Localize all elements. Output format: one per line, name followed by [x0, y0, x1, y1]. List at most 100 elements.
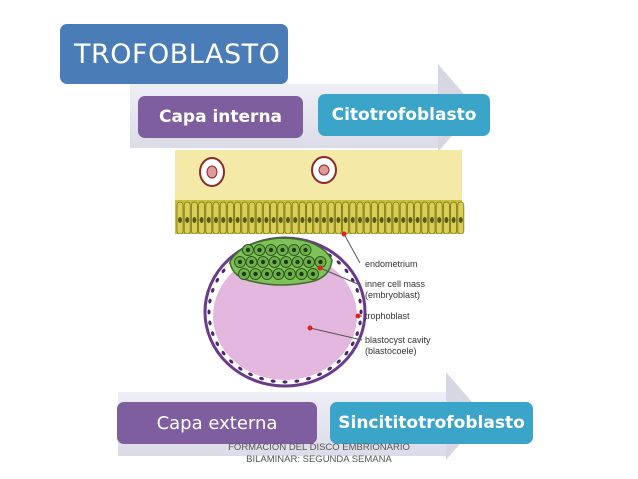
icm-nucleus [306, 259, 312, 265]
trophoblast-cells [207, 240, 363, 384]
label-blastocyst-cavity: blastocyst cavity [365, 335, 431, 345]
trophoblast-nucleus [270, 379, 276, 383]
epithelial-nucleus [185, 217, 190, 223]
icm-nucleus [260, 259, 266, 265]
epithelial-nucleus [271, 217, 276, 223]
epithelial-nucleus [386, 217, 391, 223]
trophoblast-nucleus [355, 331, 359, 337]
trophoblast-nucleus [306, 376, 311, 381]
trophoblast-nucleus [259, 376, 264, 381]
epithelial-nucleus [408, 217, 413, 223]
citotrofoblasto-box: Citotrofoblasto [318, 94, 490, 136]
epithelial-nucleus [444, 217, 449, 223]
trophoblast-nucleus [344, 350, 349, 356]
epithelial-nucleus [336, 217, 341, 223]
trophoblast-nucleus [358, 320, 362, 326]
epithelial-nucleus [329, 217, 334, 223]
label-blastocoele: (blastocoele) [365, 346, 417, 356]
epithelium-cells [176, 201, 465, 235]
blastocyst-figure: endometrium inner cell mass (embryoblast… [175, 150, 465, 388]
epithelial-nucleus [221, 217, 226, 223]
epithelial-nucleus [206, 217, 211, 223]
trophoblast-nucleus [211, 331, 215, 337]
epithelial-nucleus [415, 217, 420, 223]
epithelial-nucleus [257, 217, 262, 223]
title-box: TROFOBLASTO [60, 24, 288, 84]
dot-endometrium [341, 231, 347, 237]
epithelial-nucleus [401, 217, 406, 223]
trophoblast-nucleus [282, 380, 288, 384]
icm-nucleus [253, 271, 258, 277]
trophoblast-nucleus [358, 298, 362, 304]
label-inner-cell-mass: inner cell mass [365, 279, 426, 289]
uterine-lumen [175, 234, 462, 242]
icm-nucleus [283, 259, 289, 265]
trophoblast-nucleus [238, 366, 243, 371]
epithelial-nucleus [242, 217, 247, 223]
icm-nucleus [280, 247, 285, 253]
trophoblast-nucleus [350, 341, 355, 347]
dot-cavity [307, 325, 313, 331]
trophoblast-nucleus [327, 366, 332, 371]
gland-left [199, 157, 225, 187]
epithelial-nucleus [350, 217, 355, 223]
dot-trophoblast [355, 313, 361, 319]
epithelial-nucleus [278, 217, 283, 223]
leader-endometrium [343, 233, 361, 264]
dot-icm [317, 265, 323, 271]
slide-caption: FORMACION DEL DISCO EMBRIONARIO BILAMINA… [228, 442, 410, 465]
icm-nucleus [299, 271, 304, 277]
epithelial-nucleus [300, 217, 305, 223]
capa-interna-label: Capa interna [158, 107, 283, 127]
label-embryoblast: (embryoblast) [365, 290, 420, 300]
icm-nucleus [268, 247, 274, 253]
leader-cavity [309, 327, 363, 341]
citotrofoblasto-label: Citotrofoblasto [331, 105, 477, 125]
icm-nucleus [245, 247, 251, 253]
inner-cell-mass-cells [234, 244, 327, 280]
epithelial-nucleus [178, 217, 182, 223]
epithelial-nucleus [250, 217, 254, 223]
trophoblast-nucleus [207, 309, 211, 315]
epithelial-nucleus [199, 217, 204, 223]
icm-nucleus [318, 259, 323, 265]
trophoblast-nucleus [211, 287, 215, 293]
epithelial-nucleus [214, 217, 218, 223]
gland-right [311, 156, 337, 184]
epithelial-nucleus [192, 217, 197, 223]
epithelial-nucleus [322, 217, 326, 223]
icm-nucleus [241, 271, 247, 277]
epithelial-nucleus [358, 217, 362, 223]
epithelial-nucleus [307, 217, 312, 223]
trophoblast-nucleus [208, 298, 212, 304]
trophoblast-nucleus [359, 309, 363, 315]
leader-icm [319, 267, 361, 286]
icm-nucleus [287, 271, 293, 277]
icm-nucleus [276, 271, 281, 277]
icm-nucleus [272, 259, 277, 265]
icm-nucleus [295, 259, 300, 265]
sincititotrofoblasto-box: Sincititotrofoblasto [330, 402, 533, 444]
trophoblast-nucleus [215, 277, 220, 283]
icm-nucleus [249, 259, 254, 265]
sincititotrofoblasto-label: Sincititotrofoblasto [338, 413, 525, 433]
epithelial-nucleus [264, 217, 269, 223]
epithelial-nucleus [422, 217, 427, 223]
trophoblast-nucleus [336, 260, 341, 265]
capa-interna-box: Capa interna [138, 96, 303, 138]
trophoblast-nucleus [294, 379, 300, 383]
epithelial-nucleus [394, 217, 398, 223]
label-trophoblast: trophoblast [365, 311, 410, 321]
epithelial-nucleus [286, 217, 290, 223]
icm-nucleus [264, 271, 270, 277]
epithelial-nucleus [228, 217, 233, 223]
label-endometrium: endometrium [365, 259, 418, 269]
epithelial-nucleus [372, 217, 377, 223]
icm-nucleus [257, 247, 262, 253]
icm-nucleus [303, 247, 308, 253]
trophoblast-nucleus [344, 268, 349, 274]
trophoblast-nucleus [336, 359, 341, 364]
title-text: TROFOBLASTO [74, 38, 281, 70]
epithelial-nucleus [343, 217, 348, 223]
icm-nucleus [310, 271, 316, 277]
